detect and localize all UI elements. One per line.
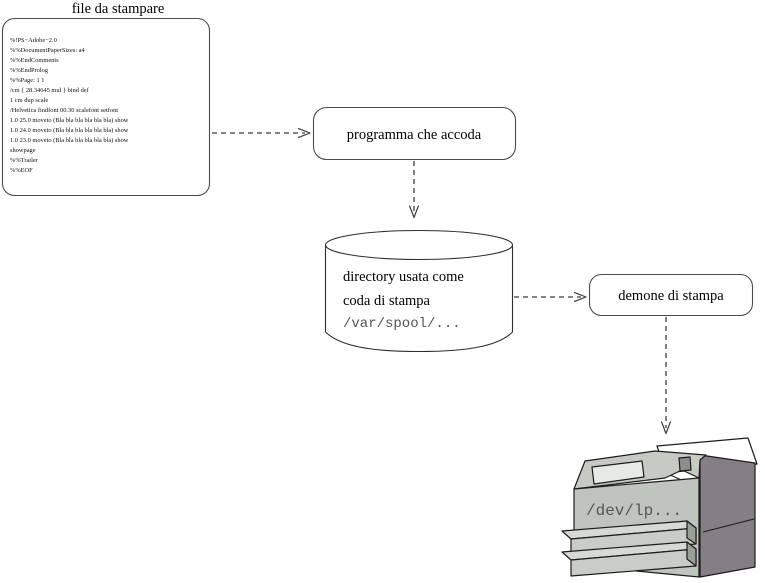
code-line: %%Page: 1 1 (10, 77, 44, 84)
code-line: 1.0 25.0 moveto (Bla bla bla bla bla bla… (10, 117, 129, 124)
print-daemon-label: demone di stampa (618, 288, 724, 304)
file-box: %!PS−Adobe−2.0 %%DocumentPaperSizes: a4 … (1, 17, 211, 197)
file-box-outline (1, 17, 211, 197)
cylinder-top (324, 229, 514, 261)
printer-display (591, 460, 645, 485)
code-line: %%EOF (10, 167, 33, 174)
arrow-queue-to-daemon (514, 292, 587, 302)
code-line: %!PS−Adobe−2.0 (10, 37, 57, 44)
arrow-daemon-to-printer (661, 317, 671, 435)
code-line: showpage (10, 147, 36, 154)
code-line: %%Trailer (10, 157, 39, 164)
printer-device-path: /dev/lp... (586, 502, 682, 520)
file-box-code: %!PS−Adobe−2.0 %%DocumentPaperSizes: a4 … (10, 37, 129, 174)
code-line: /Helvetica findfont 00.30 scalefont setf… (10, 107, 118, 114)
code-line: %%DocumentPaperSizes: a4 (10, 47, 86, 54)
printer-indicator-button (678, 456, 692, 472)
cylinder-body (324, 245, 514, 353)
code-line: 1.0 23.0 moveto (Bla bla bla bla bla bla… (10, 137, 129, 144)
printer-illustration: /dev/lp... (561, 437, 758, 578)
arrow-program-to-queue (409, 161, 419, 219)
code-line: /cm { 28.34645 mul } bind def (10, 87, 90, 94)
code-line: %%EndProlog (10, 67, 49, 74)
print-daemon-box (588, 273, 754, 317)
printer-tray-upper-side (686, 520, 697, 545)
spool-directory-path: /var/spool/... (343, 316, 461, 332)
printer-paper-trays (561, 520, 697, 577)
arrow-file-to-program (212, 128, 311, 138)
code-line: %%EndComments (10, 57, 59, 64)
node-print-daemon: demone di stampa (588, 273, 754, 317)
spooler-program-box (312, 106, 517, 161)
spool-directory-label-line2: coda di stampa (343, 293, 431, 309)
diagram-title: file da stampare (72, 1, 165, 17)
code-line: 1 cm dup scale (10, 97, 48, 104)
printer-right-panel (699, 454, 756, 578)
spool-directory-label-line1: directory usata come (343, 269, 464, 285)
printer-right-panel-seam (702, 518, 755, 533)
spooler-program-label: programma che accoda (347, 127, 482, 143)
printer-tray-lower-side (686, 541, 697, 567)
node-spool-directory: directory usata come coda di stampa /var… (324, 229, 514, 353)
node-spooler-program: programma che accoda (312, 106, 517, 161)
code-line: 1.0 24.0 moveto (Bla bla bla bla bla bla… (10, 127, 129, 134)
